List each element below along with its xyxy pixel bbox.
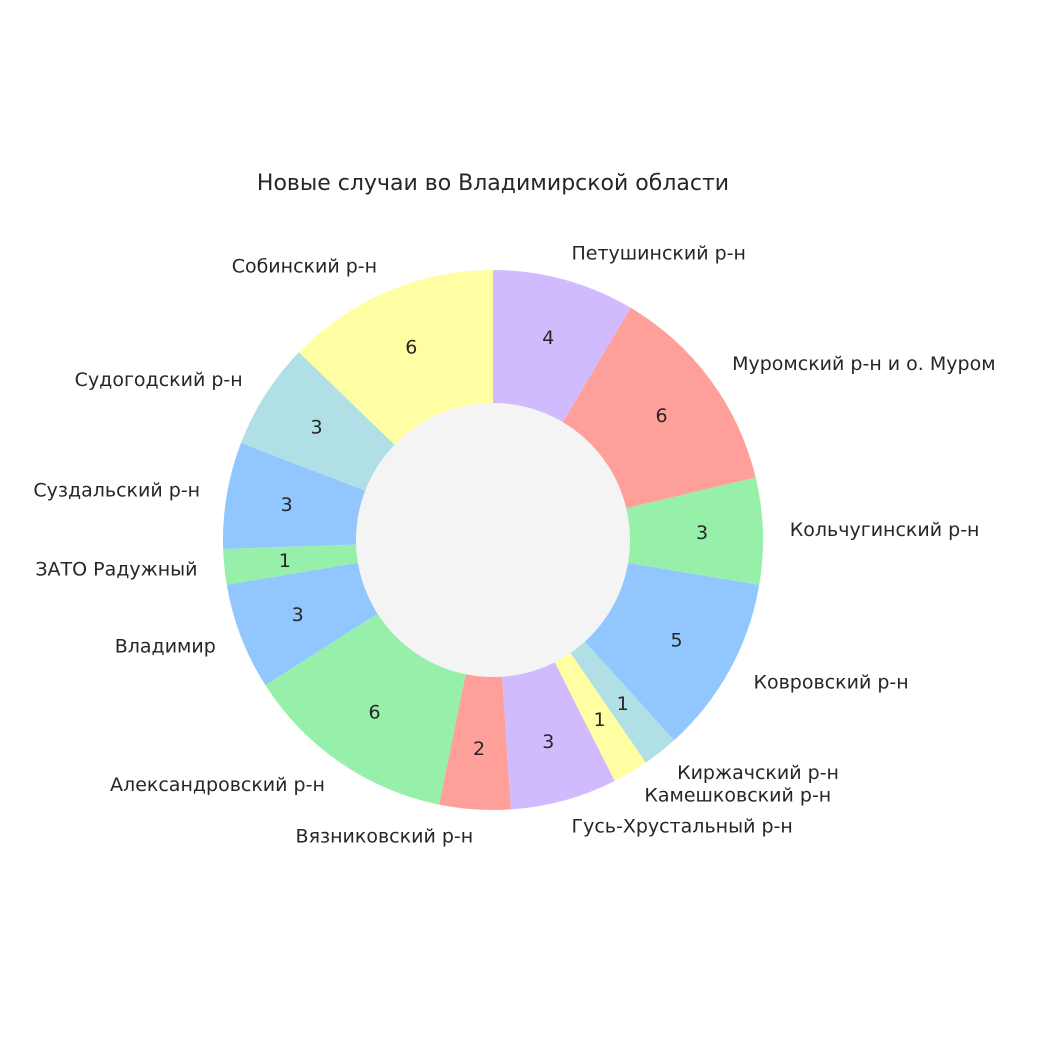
chart-title: Новые случаи во Владимирской области <box>257 171 729 196</box>
slice-category-label: Киржачский р-н <box>677 762 839 784</box>
slice-value-label: 4 <box>542 327 554 349</box>
slice-category-label: Владимир <box>115 636 216 658</box>
slice-value-label: 3 <box>311 416 323 438</box>
slice-value-label: 6 <box>369 702 381 724</box>
slice-value-label: 5 <box>670 630 682 652</box>
slice-value-label: 1 <box>594 709 606 731</box>
slice-category-label: Камешковский р-н <box>644 785 831 807</box>
slice-value-label: 6 <box>655 405 667 427</box>
slice-value-label: 3 <box>696 522 708 544</box>
slice-category-label: Муромский р-н и о. Муром <box>732 353 995 375</box>
slice-value-label: 6 <box>405 336 417 358</box>
slice-category-label: Собинский р-н <box>232 256 377 278</box>
slice-category-label: Кольчугинский р-н <box>790 519 980 541</box>
slice-category-label: Вязниковский р-н <box>296 825 474 847</box>
slice-value-label: 3 <box>281 494 293 516</box>
slice-category-label: Гусь-Хрустальный р-н <box>572 815 793 837</box>
donut-hole <box>356 403 630 677</box>
slice-value-label: 2 <box>473 738 485 760</box>
slice-value-label: 1 <box>279 550 291 572</box>
slice-category-label: Александровский р-н <box>110 774 325 796</box>
slice-category-label: ЗАТО Радужный <box>35 559 197 581</box>
slice-category-label: Ковровский р-н <box>754 672 909 694</box>
slice-value-label: 1 <box>617 693 629 715</box>
slice-value-label: 3 <box>292 604 304 626</box>
slice-value-label: 3 <box>542 731 554 753</box>
slice-category-label: Судогодский р-н <box>75 369 243 391</box>
slice-category-label: Суздальский р-н <box>33 480 200 502</box>
slice-category-label: Петушинский р-н <box>572 243 746 265</box>
